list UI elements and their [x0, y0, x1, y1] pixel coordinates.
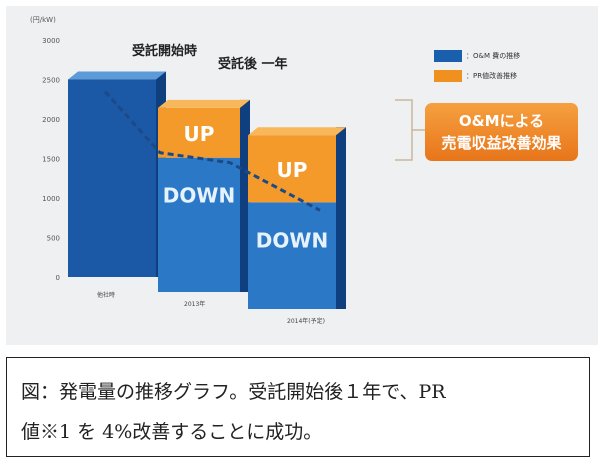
caption-line-1: 図：発電量の推移グラフ。受託開始後１年で、PR: [21, 381, 446, 403]
bar-om: [68, 79, 156, 277]
bar-label-down: DOWN: [256, 228, 328, 252]
bar-label-up: UP: [277, 158, 308, 182]
y-tick-label: 1500: [42, 156, 60, 164]
legend-item-om: ：O&M 費の推移: [434, 50, 520, 62]
bar-top: [248, 127, 346, 136]
bar-om: [158, 157, 240, 292]
y-tick-label: 0: [56, 274, 60, 282]
bar-top: [158, 99, 250, 108]
legend-swatch-blue: [434, 50, 462, 62]
y-axis-label: (円/kW): [30, 16, 56, 24]
caption-line-2: 値※1 を 4%改善することに成功。: [21, 421, 323, 443]
y-tick-label: 500: [47, 235, 60, 243]
y-tick-label: 3000: [42, 37, 60, 45]
callout-box: O&Mによる売電収益改善効果: [425, 103, 578, 161]
x-tick-label: 2013年: [184, 300, 205, 308]
chart: (円/kW) 0 500 1000 1500 2000 2500 3000 UP DOWN UP…: [6, 6, 598, 345]
bar-top: [68, 71, 166, 80]
bar-om: [248, 202, 336, 309]
y-tick-label: 2500: [42, 77, 60, 85]
y-tick-label: 1000: [42, 195, 60, 203]
bar-side: [336, 127, 346, 309]
bar-pr: [248, 135, 336, 203]
bar-label-down: DOWN: [163, 184, 235, 208]
trend-arrow: [103, 90, 321, 212]
bar-pr: [158, 107, 240, 158]
figure-caption: 図：発電量の推移グラフ。受託開始後１年で、PR 値※1 を 4%改善することに成…: [6, 357, 590, 457]
bar-label-up: UP: [184, 122, 215, 146]
annotation-start: 受託開始時: [132, 43, 197, 59]
y-tick-label: 2000: [42, 116, 60, 124]
x-tick-label: 2014年(予定): [287, 317, 325, 325]
callout-bracket: [395, 99, 425, 161]
bar-side: [240, 99, 250, 293]
annotation-after-year: 受託後 一年: [218, 56, 288, 72]
legend-item-pr: ：PR値改善推移: [434, 70, 517, 82]
x-tick-label: 他社時: [97, 291, 115, 299]
legend-swatch-orange: [434, 70, 462, 82]
